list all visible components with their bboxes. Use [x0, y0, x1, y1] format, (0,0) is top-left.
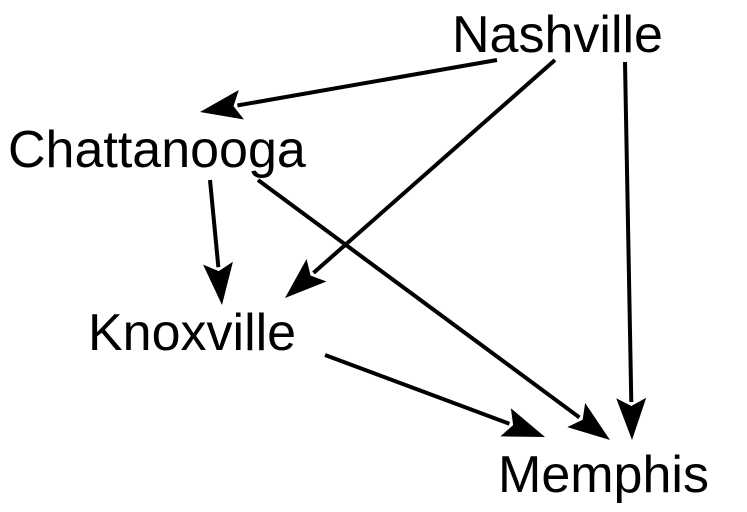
arrowhead-icon: [285, 258, 327, 298]
node-nashville: Nashville: [452, 6, 663, 64]
arrowhead-icon: [203, 261, 233, 305]
arrowhead-icon: [500, 408, 545, 437]
edge-chattanooga-to-memphis: [256, 178, 581, 420]
arrowhead-icon: [567, 402, 610, 440]
edge-nashville-to-memphis: [623, 61, 634, 403]
edge-nashville-to-chattanooga: [237, 58, 498, 108]
edges-group: [200, 58, 647, 440]
node-chattanooga: Chattanooga: [8, 121, 306, 179]
node-memphis: Memphis: [498, 446, 709, 504]
edge-nashville-to-knoxville: [312, 58, 557, 275]
arrowhead-icon: [616, 397, 647, 440]
edge-knoxville-to-memphis: [324, 353, 511, 426]
edge-chattanooga-to-knoxville: [208, 179, 221, 268]
node-knoxville: Knoxville: [88, 304, 296, 362]
arrowhead-icon: [200, 89, 244, 120]
